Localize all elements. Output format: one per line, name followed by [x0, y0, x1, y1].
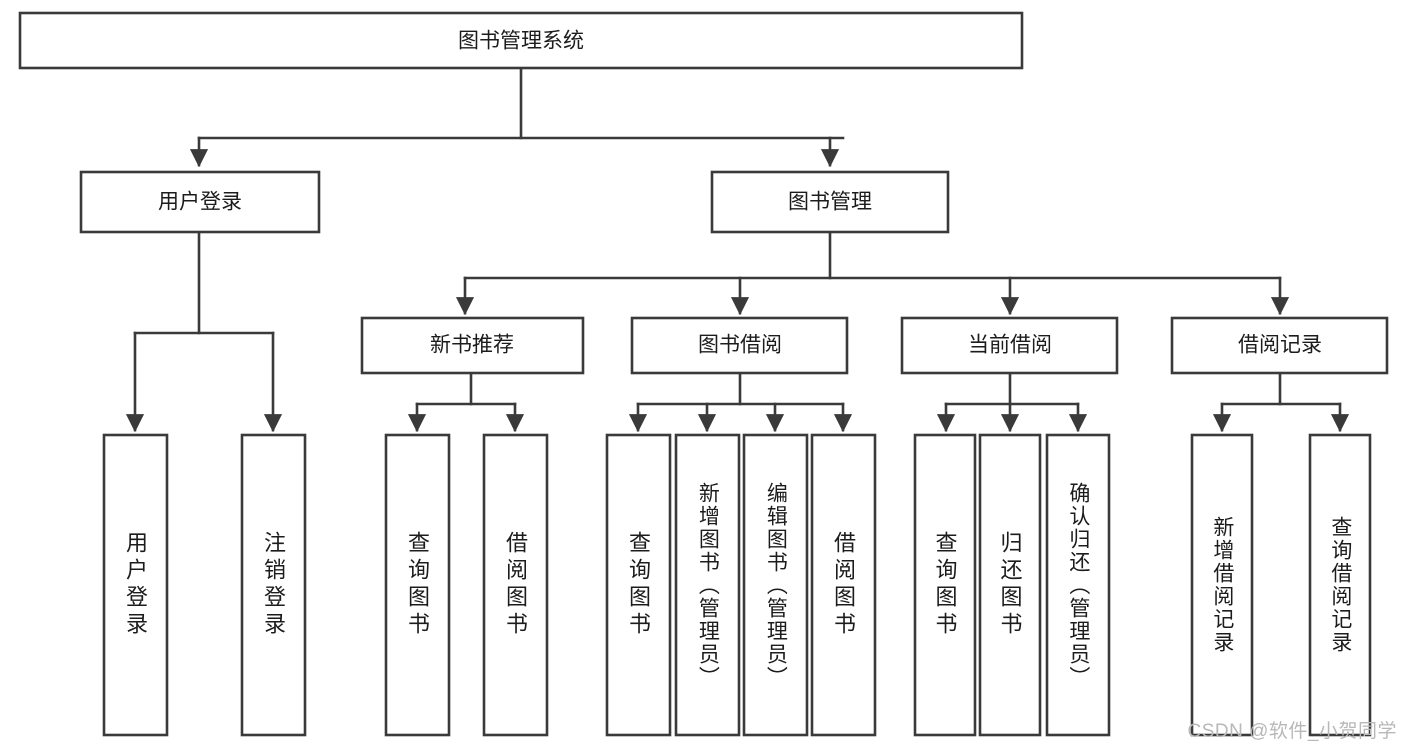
node-book-borrow[interactable]: 图书借阅	[630, 316, 849, 375]
connector-group	[125, 66, 1350, 433]
leaf-logout-box[interactable]	[240, 433, 307, 737]
node-book-borrow-label: 图书借阅	[698, 334, 782, 357]
leaf-cur-return-book-box[interactable]	[978, 433, 1042, 737]
leaf-borrow-edit-book-box[interactable]	[742, 433, 809, 737]
node-book-borrow-box[interactable]	[630, 316, 849, 375]
leaf-rec-query-record-box[interactable]	[1308, 433, 1372, 737]
leaf-borrow-add-book-box[interactable]	[674, 433, 741, 737]
node-borrow-record[interactable]: 借阅记录	[1170, 316, 1389, 375]
node-borrow-record-box[interactable]	[1170, 316, 1389, 375]
node-current-borrow-box[interactable]	[900, 316, 1119, 375]
node-borrow-record-label: 借阅记录	[1238, 334, 1322, 357]
node-user-login-label: 用户登录	[158, 191, 242, 214]
csdn-watermark: CSDN @软件_小贺同学	[1187, 721, 1397, 742]
leaf-cur-confirm-return-box[interactable]	[1045, 433, 1111, 737]
node-user-login[interactable]: 用户登录	[79, 170, 321, 234]
leaf-box-group	[102, 433, 1372, 737]
leaf-rec-query-book-box[interactable]	[384, 433, 451, 737]
leaf-borrow-borrow-book-box[interactable]	[810, 433, 877, 737]
node-new-book-rec-label: 新书推荐	[430, 334, 514, 357]
leaf-rec-borrow-book-box[interactable]	[482, 433, 549, 737]
leaf-user-login-box[interactable]	[102, 433, 169, 737]
node-book-manage-label: 图书管理	[788, 191, 872, 214]
leaf-rec-add-record-box[interactable]	[1190, 433, 1254, 737]
node-book-manage[interactable]: 图书管理	[710, 170, 950, 234]
node-new-book-rec[interactable]: 新书推荐	[360, 316, 585, 375]
node-root-box[interactable]	[18, 11, 1024, 70]
node-current-borrow-label: 当前借阅	[968, 334, 1052, 357]
node-current-borrow[interactable]: 当前借阅	[900, 316, 1119, 375]
node-root-label: 图书管理系统	[458, 30, 584, 53]
node-root[interactable]: 图书管理系统	[18, 11, 1024, 70]
node-user-login-box[interactable]	[79, 170, 321, 234]
leaf-cur-query-book-box[interactable]	[913, 433, 977, 737]
leaf-borrow-query-book-box[interactable]	[605, 433, 672, 737]
node-book-manage-box[interactable]	[710, 170, 950, 234]
node-new-book-rec-box[interactable]	[360, 316, 585, 375]
